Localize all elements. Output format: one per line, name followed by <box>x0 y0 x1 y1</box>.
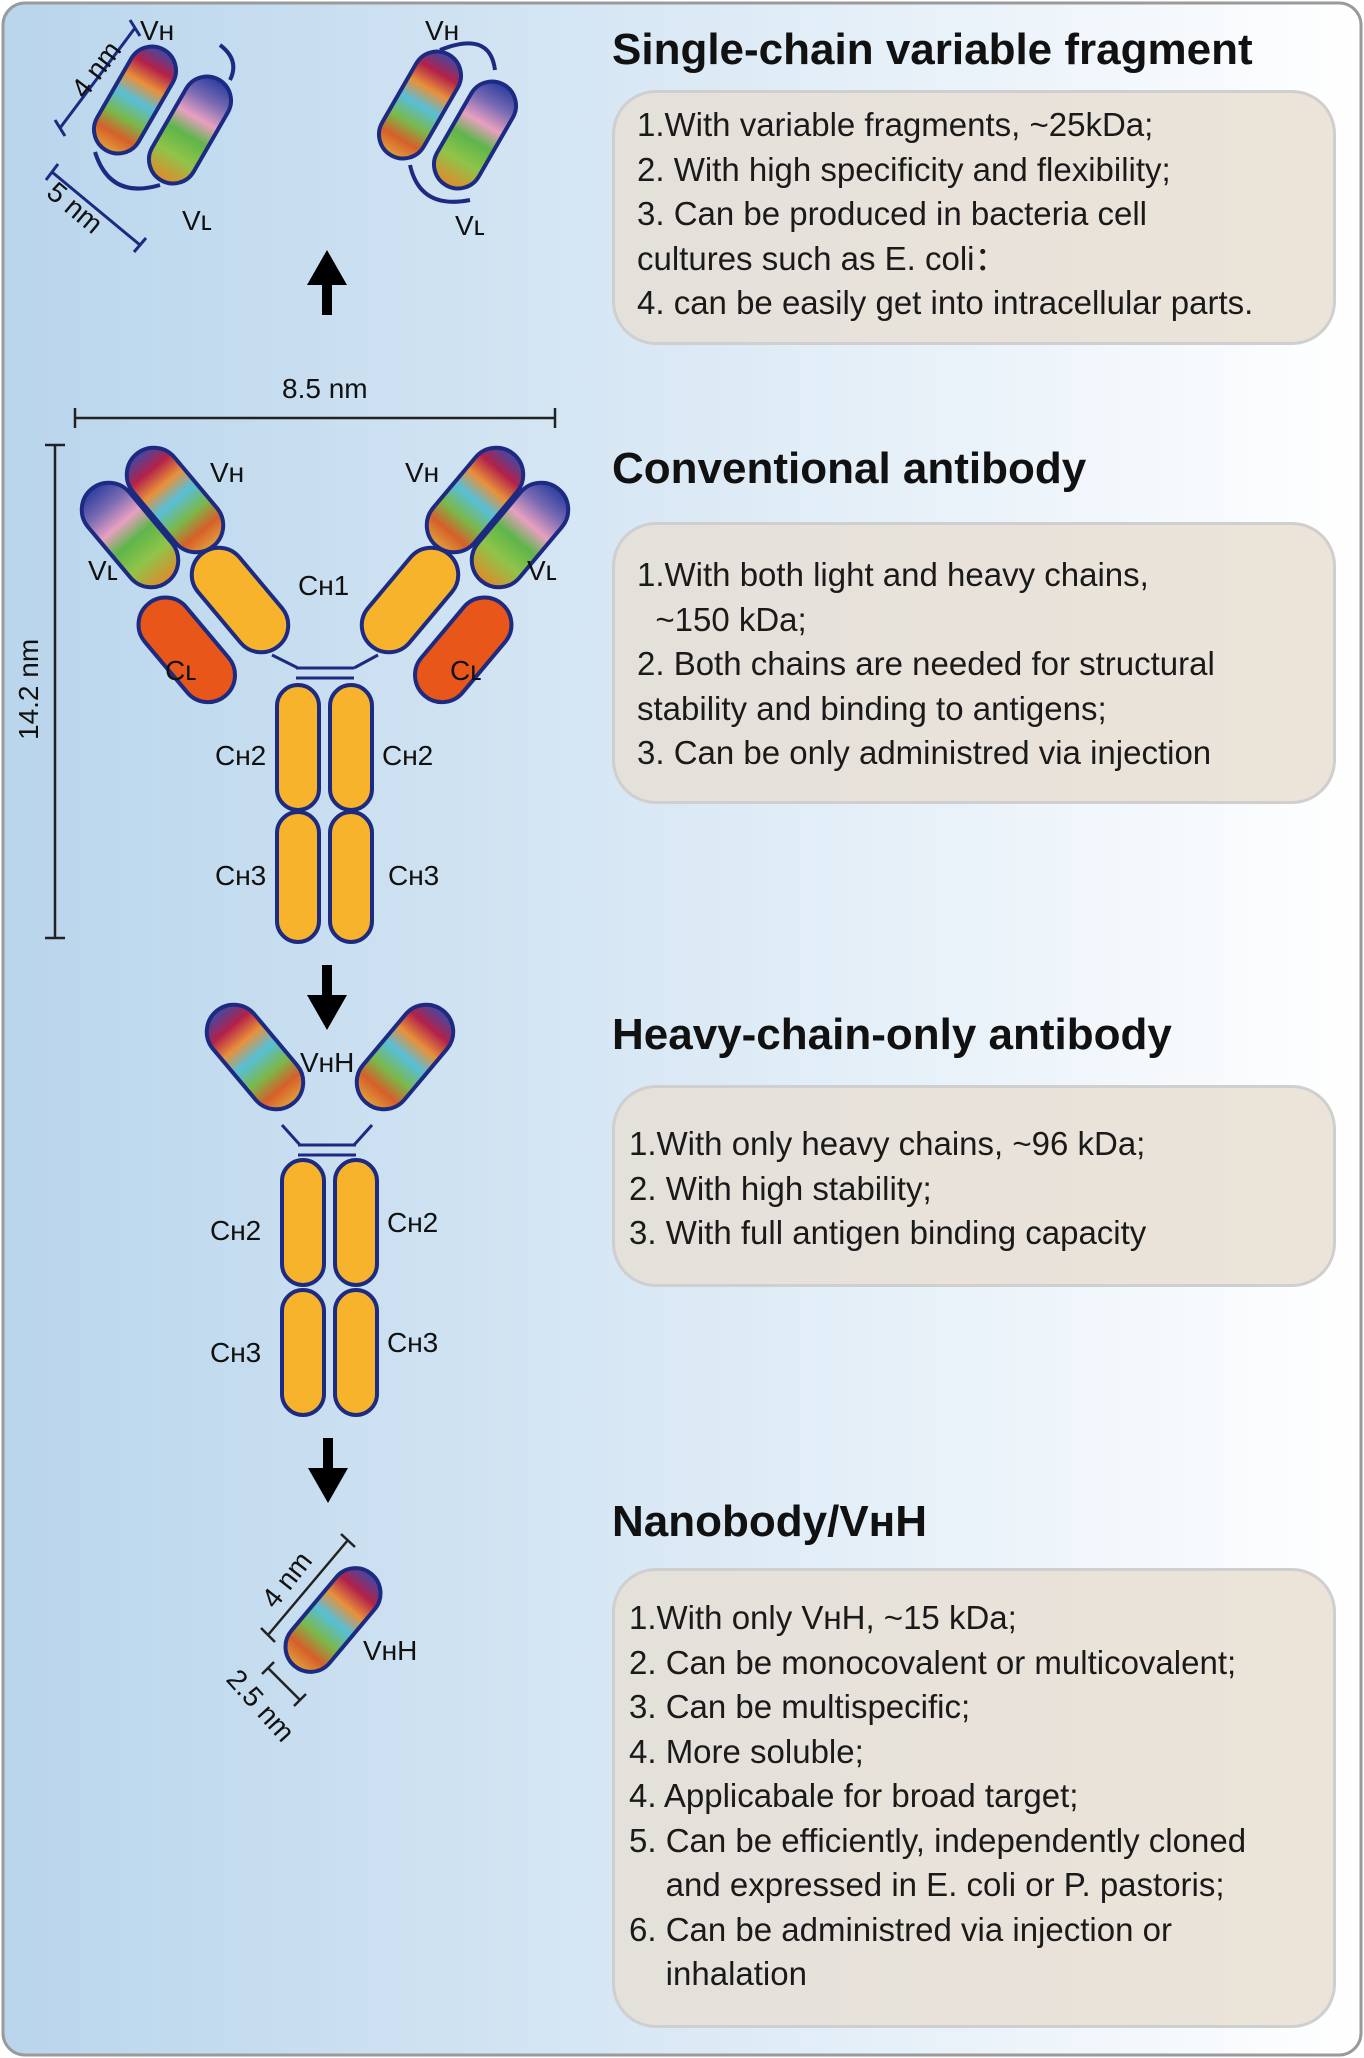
ab-ch3-label-left: Cʜ3 <box>215 860 266 891</box>
hinge <box>271 653 379 680</box>
nanobody-line-9: inhalation <box>629 1955 807 1992</box>
scfv-vh-label-right: Vʜ <box>425 15 459 46</box>
scfv-line-1: 1.With variable fragments, ~25kDa; <box>637 106 1154 143</box>
hcab-ch3-label-left: Cʜ3 <box>210 1337 261 1368</box>
hcab-line-3: 3. With full antigen binding capacity <box>629 1214 1147 1251</box>
cl-domain-left <box>136 595 237 705</box>
nanobody-line-1: 1.With only VʜH, ~15 kDa; <box>629 1599 1017 1636</box>
hcab-vhh-domain-right <box>354 1002 456 1112</box>
vl-domain-right <box>469 480 571 590</box>
hcab-line-2: 2. With high stability; <box>629 1169 932 1207</box>
ch3-domain-right <box>328 810 374 944</box>
down-arrow-1 <box>307 965 347 1030</box>
conventional-line-5: 3. Can be only administred via injection <box>637 734 1212 771</box>
hcab-line-1: 1.With only heavy chains, ~96 kDa; <box>629 1125 1146 1162</box>
hcab-ch2-right <box>333 1158 379 1287</box>
nanobody-domain <box>283 1566 383 1674</box>
scfv-left <box>44 19 236 253</box>
hcab-vhh-label: VʜH <box>300 1047 354 1078</box>
hcab-ch3-right <box>333 1288 379 1417</box>
hcab-ch3-left <box>280 1288 326 1417</box>
nano-length-line <box>260 1533 356 1643</box>
scfv-linker <box>93 43 236 191</box>
scfv-vh-domain-right <box>377 49 463 161</box>
nano-vhh-label: VʜH <box>363 1635 417 1666</box>
scfv-linker-right <box>408 41 497 204</box>
panel-title-nanobody: Nanobody/VʜH <box>612 1497 928 1546</box>
hcab-ch2-left <box>280 1158 326 1287</box>
nanobody-line-2: 2. Can be monocovalent or multicovalent; <box>629 1643 1237 1681</box>
width-dimension-line <box>73 408 557 428</box>
conventional-line-1: 1.With both light and heavy chains, <box>637 556 1149 593</box>
scfv-line-5: 4. can be easily get into intracellular … <box>637 284 1254 321</box>
ab-vh-label-left: Vʜ <box>210 457 244 488</box>
hcab-ch3-label-right: Cʜ3 <box>387 1327 438 1358</box>
panel-box-conventional: 1.With both light and heavy chains, ~150… <box>612 522 1336 804</box>
cl-domain-right <box>413 595 514 705</box>
nanobody-line-7: and expressed in E. coli or P. pastoris; <box>629 1866 1225 1903</box>
ab-vl-label-left: Vʟ <box>88 555 118 586</box>
panel-title-conventional: Conventional antibody <box>612 444 1087 493</box>
nanobody-line-4: 4. More soluble; <box>629 1732 864 1770</box>
scfv-vl-label: Vʟ <box>182 205 212 236</box>
vh-domain-right <box>424 445 526 555</box>
nanobody-line-6: 5. Can be efficiently, independently clo… <box>629 1821 1247 1859</box>
ab-cl-label-left: Cʟ <box>165 655 197 686</box>
nanobody-line-8: 6. Can be administred via injection or <box>629 1910 1172 1948</box>
ab-ch3-label-right: Cʜ3 <box>388 860 439 891</box>
conventional-line-2: ~150 kDa; <box>637 600 807 638</box>
height-dimension-line <box>45 443 65 940</box>
panel-box-nanobody: 1.With only VʜH, ~15 kDa; 2. Can be mono… <box>612 1568 1336 2028</box>
scfv-vh-domain <box>92 44 178 156</box>
hcab-hinge <box>280 1123 374 1157</box>
vl-domain-left <box>79 480 181 590</box>
up-arrow <box>307 250 347 315</box>
hcab-vhh-domain-left <box>204 1002 306 1112</box>
nano-width-line <box>261 1661 307 1707</box>
scfv-vh-label: Vʜ <box>140 15 174 46</box>
conventional-line-3: 2. Both chains are needed for structural <box>637 645 1215 682</box>
panel-box-scfv: 1.With variable fragments, ~25kDa; 2. Wi… <box>612 90 1336 345</box>
ab-ch1-label-left: Cʜ1 <box>298 570 349 601</box>
nanobody-line-3: 3. Can be multispecific; <box>629 1688 971 1725</box>
ch1-domain-right <box>359 545 461 655</box>
scfv-line-2: 2. With high specificity and flexibility… <box>637 150 1171 188</box>
hcab-ch2-label-right: Cʜ2 <box>387 1207 438 1238</box>
ab-ch2-label-right: Cʜ2 <box>382 740 433 771</box>
ab-ch2-label-left: Cʜ2 <box>215 740 266 771</box>
scfv-vl-domain-right <box>432 79 518 191</box>
scfv-line-3: 3. Can be produced in bacteria cell <box>637 195 1147 232</box>
antibody-height-label: 14.2 nm <box>13 639 44 740</box>
ab-cl-label-right: Cʟ <box>450 655 482 686</box>
conventional-line-4: stability and binding to antigens; <box>637 689 1107 727</box>
panel-title-hcab: Heavy-chain-only antibody <box>612 1010 1172 1059</box>
nanobody-line-5: 4. Applicabale for broad target; <box>629 1777 1079 1814</box>
down-arrow-2 <box>308 1438 348 1503</box>
ch2-domain-right <box>328 683 374 812</box>
vh-domain-left <box>124 445 226 555</box>
ab-vl-label-right: Vʟ <box>527 555 557 586</box>
scfv-right <box>377 41 518 204</box>
panel-title-scfv: Single-chain variable fragment <box>612 25 1253 74</box>
ch2-domain-left <box>275 683 321 812</box>
hcab-ch2-label-left: Cʜ2 <box>210 1215 261 1246</box>
ch1-domain-left <box>189 545 291 655</box>
scfv-line-4: cultures such as E. coli： <box>637 239 1008 277</box>
ab-vh-label-right: Vʜ <box>405 457 439 488</box>
antibody-width-label: 8.5 nm <box>282 373 368 404</box>
scfv-vl-domain <box>147 74 233 186</box>
ch3-domain-left <box>275 810 321 944</box>
panel-box-hcab: 1.With only heavy chains, ~96 kDa; 2. Wi… <box>612 1085 1336 1287</box>
scfv-vl-label-right: Vʟ <box>455 210 485 241</box>
